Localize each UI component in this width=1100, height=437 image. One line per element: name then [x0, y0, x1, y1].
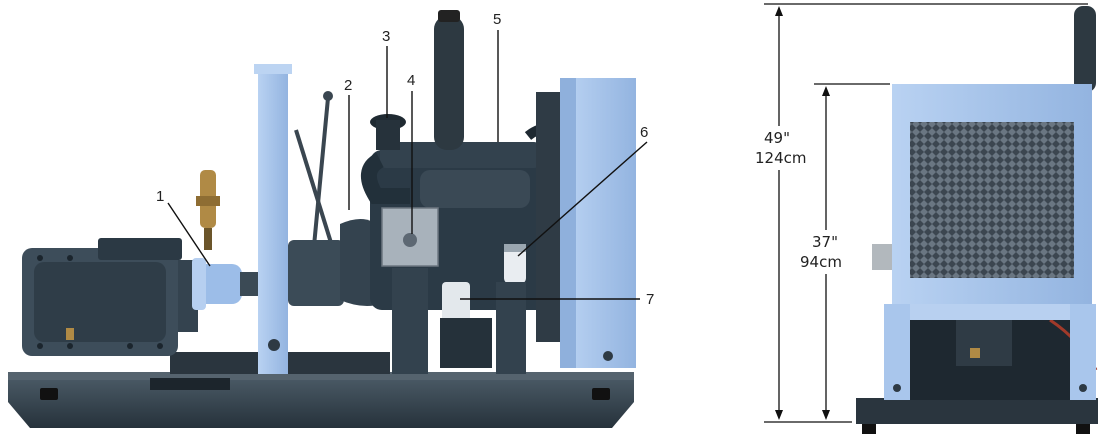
overall-height-cm: 124cm	[755, 149, 807, 167]
radiator-frame	[536, 78, 636, 368]
callout-leaders	[167, 30, 648, 300]
callout-3: 3	[382, 28, 390, 45]
frame-post-left	[254, 64, 292, 374]
side-view	[8, 10, 636, 428]
callout-2: 2	[344, 77, 352, 94]
callout-4: 4	[407, 72, 415, 89]
pump-unit	[22, 238, 198, 356]
callout-labels: 1 2 3 4 5 6 7	[156, 11, 654, 308]
callout-5: 5	[493, 11, 501, 28]
callout-7: 7	[646, 291, 654, 308]
skid-base	[8, 352, 634, 428]
dimension-labels: 49" 124cm 37" 94cm	[752, 126, 858, 274]
dimension-lines	[764, 3, 1088, 423]
throttle-levers	[294, 91, 334, 247]
callout-6: 6	[640, 124, 648, 141]
frame-height-inches: 37"	[812, 233, 838, 251]
callout-1: 1	[156, 188, 164, 205]
leader-6	[517, 141, 648, 257]
engine	[361, 10, 565, 374]
front-view	[856, 6, 1098, 434]
frame-height-cm: 94cm	[800, 253, 842, 271]
leader-1	[167, 202, 211, 267]
unloader-valve	[196, 170, 220, 250]
overall-height-inches: 49"	[764, 129, 790, 147]
